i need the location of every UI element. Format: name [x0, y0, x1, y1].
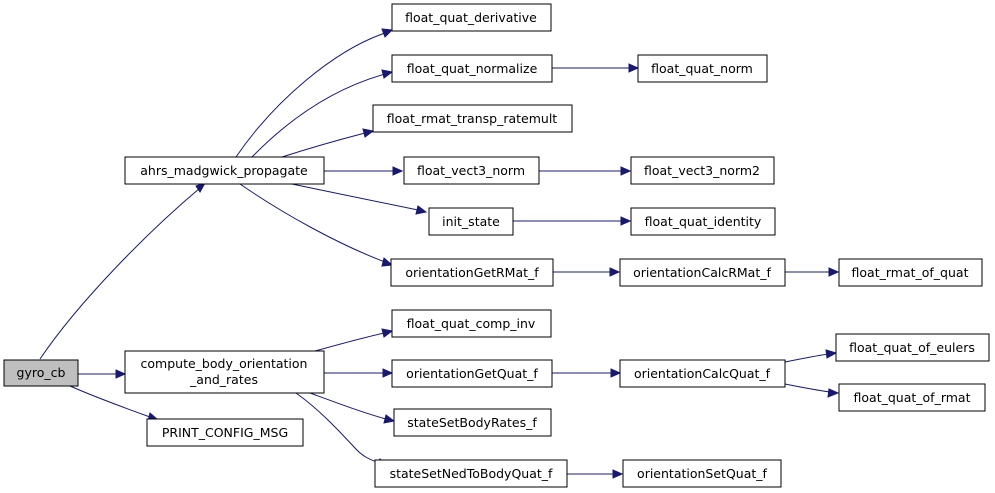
edge-gyro-cb-to-print — [69, 385, 151, 418]
edge-arrow — [825, 349, 838, 359]
edge-ahrs-to-derivative — [235, 32, 386, 158]
nodes: gyro_cb ahrs_madgwick_propagate compute_… — [3, 3, 990, 488]
edge-compute-to-bodyrates — [309, 392, 387, 420]
edge-arrow — [620, 216, 632, 226]
node-state-set-body-rates-f[interactable]: stateSetBodyRates_f — [393, 408, 552, 437]
edge-arrow — [392, 166, 404, 176]
edge-compute-to-comp-inv — [314, 332, 385, 352]
edges — [39, 28, 840, 479]
node-orientation-set-quat-f[interactable]: orientationSetQuat_f — [622, 459, 782, 488]
edge-ahrs-to-normalize — [251, 73, 386, 158]
node-label-line1: compute_body_orientation — [141, 356, 308, 371]
edge-arrow — [381, 69, 394, 79]
edge-arrow — [382, 368, 394, 378]
edge-ahrs-to-ratemult — [281, 132, 366, 158]
edge-gyro-cb-to-ahrs — [39, 187, 201, 360]
node-float-vect3-norm2[interactable]: float_vect3_norm2 — [630, 156, 775, 185]
node-orientation-get-rmat-f[interactable]: orientationGetRMat_f — [390, 258, 554, 287]
edge-arrow — [381, 257, 394, 267]
node-label: float_quat_normalize — [407, 61, 538, 76]
node-print-config-msg[interactable]: PRINT_CONFIG_MSG — [146, 418, 304, 447]
edge-arrow — [115, 369, 127, 379]
node-label: orientationSetQuat_f — [637, 466, 767, 481]
node-label: gyro_cb — [17, 365, 66, 380]
node-float-quat-identity[interactable]: float_quat_identity — [630, 207, 776, 236]
node-label: orientationCalcQuat_f — [634, 366, 771, 381]
node-label: init_state — [442, 214, 500, 229]
node-label: float_quat_norm — [651, 61, 753, 76]
edge-arrow — [381, 28, 394, 38]
node-init-state[interactable]: init_state — [428, 207, 514, 236]
node-compute-body-orientation-and-rates[interactable]: compute_body_orientation _and_rates — [124, 350, 325, 394]
node-label: stateSetNedToBodyQuat_f — [390, 466, 553, 481]
node-label: float_quat_of_rmat — [854, 390, 971, 405]
node-label: float_rmat_transp_ratemult — [387, 111, 558, 126]
node-float-quat-of-eulers[interactable]: float_quat_of_eulers — [835, 333, 990, 362]
edge-arrow — [620, 166, 632, 176]
node-float-quat-derivative[interactable]: float_quat_derivative — [391, 3, 552, 32]
node-orientation-calc-rmat-f[interactable]: orientationCalcRMat_f — [619, 258, 786, 287]
node-label: float_quat_derivative — [405, 10, 537, 25]
node-float-quat-of-rmat[interactable]: float_quat_of_rmat — [838, 383, 986, 412]
node-label: float_rmat_of_quat — [852, 265, 969, 280]
edge-arrow — [383, 414, 396, 424]
node-label: ahrs_madgwick_propagate — [140, 163, 308, 178]
node-float-vect3-norm[interactable]: float_vect3_norm — [403, 156, 540, 185]
edge-arrow — [362, 128, 375, 138]
node-ahrs-madgwick-propagate[interactable]: ahrs_madgwick_propagate — [124, 156, 325, 185]
edge-arrow — [415, 205, 428, 215]
node-label: stateSetBodyRates_f — [407, 415, 537, 430]
edge-arrow — [610, 368, 622, 378]
node-state-set-ned-to-body-quat-f[interactable]: stateSetNedToBodyQuat_f — [374, 459, 568, 488]
node-label: float_quat_identity — [645, 214, 762, 229]
node-float-quat-normalize[interactable]: float_quat_normalize — [391, 54, 553, 83]
node-orientation-get-quat-f[interactable]: orientationGetQuat_f — [391, 359, 553, 388]
node-label: PRINT_CONFIG_MSG — [162, 425, 288, 440]
node-label: orientationCalcRMat_f — [633, 265, 771, 280]
node-float-rmat-transp-ratemult[interactable]: float_rmat_transp_ratemult — [372, 104, 573, 133]
edge-arrow — [381, 328, 394, 338]
node-float-quat-norm[interactable]: float_quat_norm — [637, 54, 768, 83]
edge-compute-to-nedtobody — [295, 392, 381, 464]
node-orientation-calc-quat-f[interactable]: orientationCalcQuat_f — [619, 359, 786, 388]
edge-ahrs-to-getrmat — [239, 183, 386, 263]
node-label: orientationGetRMat_f — [405, 265, 539, 280]
node-float-rmat-of-quat[interactable]: float_rmat_of_quat — [838, 258, 983, 287]
node-label: orientationGetQuat_f — [406, 366, 538, 381]
node-label: float_quat_of_eulers — [849, 340, 975, 355]
node-label: float_vect3_norm — [417, 163, 525, 178]
edge-arrow — [609, 267, 621, 277]
node-label: float_vect3_norm2 — [644, 163, 760, 178]
edge-arrow — [612, 469, 624, 479]
edge-arrow — [628, 63, 640, 73]
edge-arrow — [827, 388, 840, 398]
node-gyro-cb[interactable]: gyro_cb — [3, 359, 79, 387]
edge-calcquat-to-of-eulers — [784, 353, 829, 363]
node-label-line2: _and_rates — [189, 372, 258, 387]
edge-ahrs-to-init-state — [291, 183, 419, 211]
node-float-quat-comp-inv[interactable]: float_quat_comp_inv — [391, 309, 552, 338]
edge-arrow — [828, 267, 840, 277]
edge-calcquat-to-of-rmat — [784, 383, 831, 393]
node-label: float_quat_comp_inv — [407, 316, 536, 331]
